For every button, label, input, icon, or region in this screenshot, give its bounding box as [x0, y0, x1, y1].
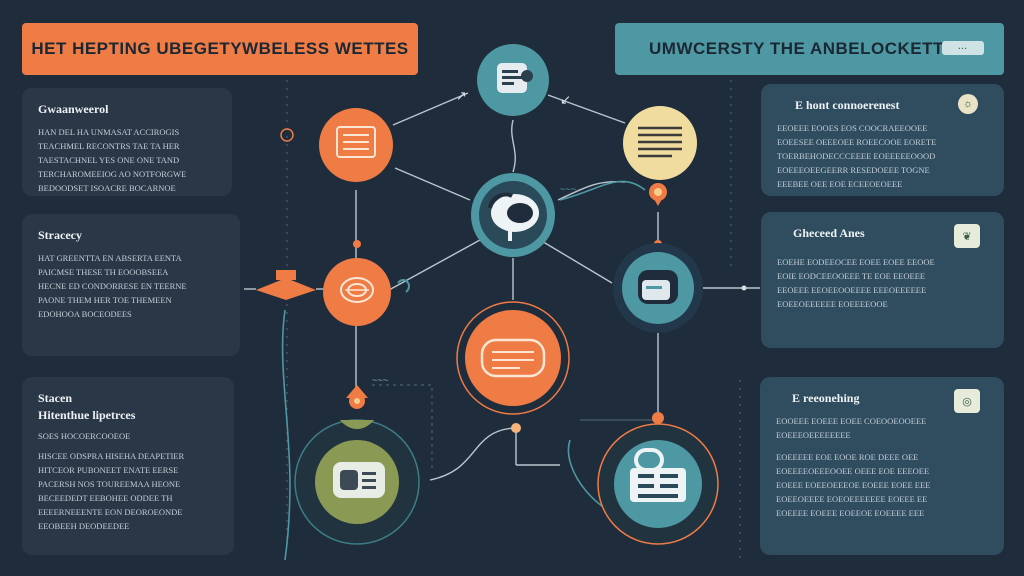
document-icon [497, 63, 533, 93]
card-line: TERCHAROMEEIOG AO NOTFORGWE [38, 169, 187, 179]
archive-icon [638, 270, 678, 304]
marker-dot [353, 240, 361, 248]
notes-icon [638, 126, 682, 158]
marker-dot [511, 423, 521, 433]
card-title: Gwaanweerol [38, 102, 109, 116]
card-top-right: ☼ E hont connoerenest EEOEEE EOOES EOS C… [761, 84, 1004, 196]
card-title: Gheceed Anes [793, 226, 865, 240]
card-line: EOEESEE OEEEOEE ROEECOOE EORETE [777, 137, 937, 147]
card-line: EOOEEE EOEEE EOEE COEOOEOOEEE [776, 416, 927, 426]
small-tag: ~~~ [372, 376, 389, 386]
card-line: HECNE ED CONDORRESE EN TEERNE [38, 281, 187, 291]
hook-marker [397, 279, 410, 293]
card-bottom-left: Stacen Hitenthue lipetrces SOES HOCOERCO… [22, 377, 234, 555]
seal-icon: ◎ [954, 389, 980, 413]
leaf-icon: ❦ [954, 224, 980, 248]
card-line: BECEEDEDT EEBOHEE ODDEE TH [38, 493, 173, 503]
marker-flame-core [354, 398, 360, 404]
node-bottom-right-teal [597, 423, 719, 545]
target-icon [340, 277, 374, 303]
card-mid-right: ❦ Gheceed Anes EOEHE EODEEOCEE EOEE EOEE… [761, 212, 1004, 348]
card-line: PAONE THEM HER TOE THEMEEN [38, 295, 172, 305]
banner-left: HET HEPTING UBEGETYWBELESS WETTES [22, 23, 418, 75]
node-top-teal [477, 44, 549, 116]
card-line: SOES HOCOERCOOEOE [38, 431, 131, 441]
card-line: EOEEEEE EOE EOOE ROE DEEE OEE [776, 452, 919, 462]
card-bottom-right: ◎ E reeonehing EOOEEE EOEEE EOEE COEOOEO… [760, 377, 1004, 555]
banner-right-title: UMWCERSTY THE ANBELOCKETTES [649, 39, 968, 58]
card-line: EOEHE EODEEOCEE EOEE EOEE EEOOE [777, 257, 935, 267]
card-line: PAICMSE THESE TH EOOOBSEEA [38, 267, 169, 277]
card-title: Stracecy [38, 228, 82, 242]
card-line: EDOHOOA BOCEODEES [38, 309, 132, 319]
connector-lines [244, 92, 760, 481]
card-line: HITCEOR PUBONEET ENATE EERSE [38, 465, 179, 475]
arrow-glyph-left: ↗ [456, 89, 467, 104]
card-title: Stacen [38, 391, 72, 405]
dashed-guides [286, 80, 741, 560]
marker-flame [346, 385, 368, 398]
card-line: EEOBEEH DEODEEDEE [38, 521, 130, 531]
marker-dot [741, 285, 747, 291]
marker-dot [652, 412, 664, 424]
banner-left-title: HET HEPTING UBEGETYWBELESS WETTES [31, 39, 409, 58]
card-title: E reeonehing [792, 391, 860, 405]
card-line: EOEEEOEEGEERR RESEDOEEE TOGNE [777, 165, 930, 175]
book-icon [333, 462, 385, 498]
list-icon [336, 126, 376, 158]
small-tag-teal: ~~~ [560, 185, 577, 195]
node-bottom-left-olive [294, 419, 420, 545]
card-line: HISCEE ODSPRA HISEHA DEAPETIER [38, 451, 185, 461]
node-right-cream [623, 106, 697, 180]
card-line: EOEEEE EOEEE EOEEOE EOEEEE EEE [776, 508, 925, 518]
card-line: HAT GREENTTA EN ABSERTA EENTA [38, 253, 182, 263]
node-center-large-orange [456, 301, 570, 415]
message-card-icon [480, 338, 546, 378]
node-mid-left-orange [323, 258, 391, 326]
speech-bubble-icon [488, 192, 539, 241]
card-title: E hont connoerenest [795, 98, 900, 112]
card-line: EOEEOEEEEEE EOEEEEOOE [777, 299, 888, 309]
card-line: EEOEEE EEOEEOOEEEE EEEOEEEEEE [777, 285, 927, 295]
arrow-glyph-right: ↙ [560, 93, 571, 108]
card-subtitle: Hitenthue lipetrces [38, 408, 136, 422]
diamond-marker [256, 278, 316, 300]
card-line: TAESTACHNEL YES ONE ONE TAND [38, 155, 180, 165]
banner-right: UMWCERSTY THE ANBELOCKETTES ··· [615, 23, 1004, 75]
card-line: EOEEE EOEEOEEEOE EOEEE EOEE EEE [776, 480, 931, 490]
card-line: EOEEOEEEE EOEOEEEEEEE EOEEE EE [776, 494, 928, 504]
card-line: EEEERNEEENTE EON DEOROEONDE [38, 507, 183, 517]
card-line: HAN DEL HA UNMASAT ACCIROGIS [38, 127, 180, 137]
card-line: EEOEEE EOOES EOS COOCRAEEOOEE [777, 123, 928, 133]
card-line: EEEBEE OEE EOE ECEEOEOEEE [777, 179, 903, 189]
card-line: EOEEEOEEEEEEEE [776, 430, 851, 440]
marker-ring [280, 128, 294, 142]
card-line: BEDOODSET ISOACRE BOCARNOE [38, 183, 176, 193]
banner-tag: ··· [942, 41, 984, 55]
sun-icon: ☼ [958, 94, 978, 114]
node-mid-right-teal [613, 243, 703, 333]
card-line: EOEEEEOEEEOOEE OEEE EOE EEEOEE [776, 466, 930, 476]
stack-icon [630, 448, 686, 502]
card-line: TOERBEHODECCCEEEE EOEEEEEOOOD [777, 151, 936, 161]
card-mid-left: Stracecy HAT GREENTTA EN ABSERTA EENTA P… [22, 214, 240, 356]
marker-drop-core [654, 188, 662, 196]
card-line: TEACHMEL RECONTRS TAE TA HER [38, 141, 180, 151]
diamond-marker-cap [276, 270, 296, 280]
node-center-hub [471, 173, 555, 257]
node-left-orange [319, 108, 393, 182]
card-line: EOIE EODCEEOOEEE TE EOE EEOEEE [777, 271, 926, 281]
card-line: PACERSH NOS TOUREEMAA HEONE [38, 479, 181, 489]
card-top-left: Gwaanweerol HAN DEL HA UNMASAT ACCIROGIS… [22, 88, 232, 196]
